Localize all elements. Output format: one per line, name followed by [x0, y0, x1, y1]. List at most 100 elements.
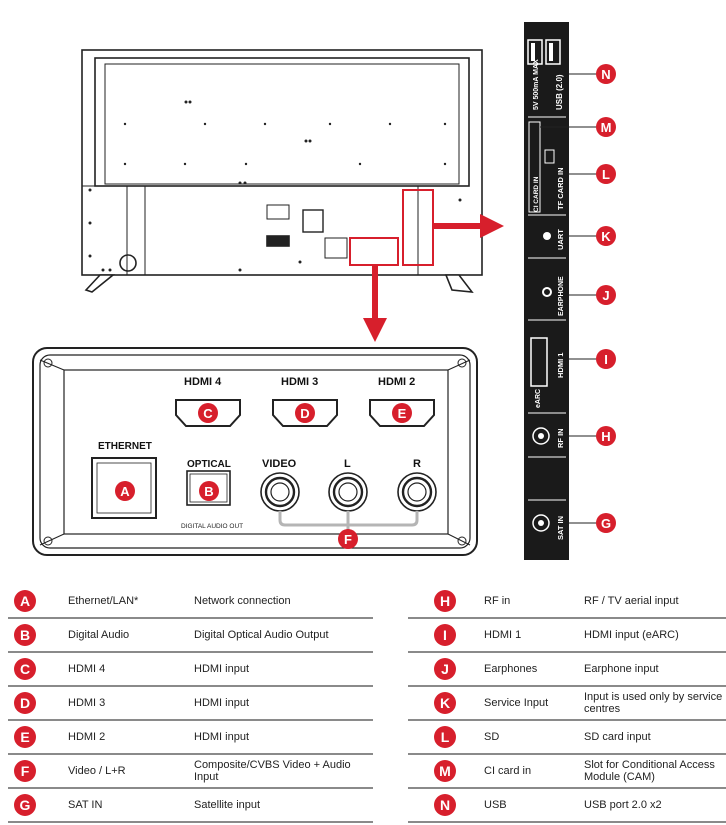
- av-group-bracket: [278, 511, 419, 530]
- legend-letter: D: [14, 692, 36, 714]
- legend-letter: H: [434, 590, 456, 612]
- legend-row-n: N USB USB port 2.0 x2: [408, 789, 726, 823]
- legend-name: Ethernet/LAN*: [68, 595, 139, 607]
- legend-desc: HDMI input (eARC): [584, 629, 679, 641]
- legend-name: HDMI 3: [68, 697, 106, 709]
- ci-card-slot[interactable]: [528, 121, 541, 213]
- bottom-panel: [32, 347, 478, 556]
- earphone-port[interactable]: [542, 287, 552, 297]
- svg-text:N: N: [601, 67, 610, 82]
- ethernet-port[interactable]: [91, 457, 157, 519]
- audio-l-label: L: [344, 458, 351, 470]
- badge-n: N: [596, 64, 616, 84]
- legend-desc: HDMI input: [194, 697, 250, 709]
- legend-name: Video / L+R: [68, 765, 126, 777]
- legend-letter: M: [434, 760, 456, 782]
- svg-text:F: F: [344, 532, 352, 547]
- audio-r-jack[interactable]: [397, 472, 437, 512]
- legend-desc: Earphone input: [584, 663, 659, 675]
- legend-row-g: G SAT IN Satellite input: [8, 789, 373, 823]
- legend-desc: SD card input: [584, 731, 651, 743]
- badges: A B C D E F N M L K J I H G: [115, 64, 616, 549]
- leader-lines: [540, 73, 598, 524]
- legend-letter: F: [14, 760, 36, 782]
- audio-l-jack[interactable]: [328, 472, 368, 512]
- hdmi4-label: HDMI 4: [184, 376, 222, 388]
- tv-screw-dots: [88, 100, 462, 272]
- legend-name: RF in: [484, 595, 511, 607]
- optical-label: OPTICAL: [187, 459, 231, 470]
- legend-name: Service Input: [484, 697, 549, 709]
- badge-k: K: [596, 226, 616, 246]
- legend-letter: N: [434, 794, 456, 816]
- legend-desc: Satellite input: [194, 799, 261, 811]
- legend-desc: Network connection: [194, 595, 291, 607]
- video-jack[interactable]: [260, 472, 300, 512]
- legend-letter: G: [14, 794, 36, 816]
- svg-text:E: E: [398, 406, 407, 421]
- earphone-label: EARPHONE: [558, 276, 565, 316]
- usb-label: USB (2.0): [555, 74, 564, 110]
- legend-name: USB: [484, 799, 507, 811]
- legend-letter: J: [434, 658, 456, 680]
- legend-desc: USB port 2.0 x2: [584, 799, 662, 811]
- legend-letter: I: [434, 624, 456, 646]
- legend-name: SAT IN: [68, 799, 103, 811]
- tf-card-label: TF CARD IN: [556, 168, 565, 211]
- badge-l: L: [596, 164, 616, 184]
- badge-b: B: [199, 481, 219, 501]
- legend-letter: C: [14, 658, 36, 680]
- rf-in-port[interactable]: [532, 427, 550, 445]
- svg-text:C: C: [203, 406, 213, 421]
- svg-text:H: H: [601, 429, 610, 444]
- badge-d: D: [295, 403, 315, 423]
- hdmi2-label: HDMI 2: [378, 376, 415, 388]
- legend-desc: Slot for Conditional Access Module (CAM): [584, 759, 715, 783]
- badge-i: I: [596, 349, 616, 369]
- svg-text:A: A: [120, 484, 130, 499]
- legend-desc: HDMI input: [194, 731, 250, 743]
- legend-letter: B: [14, 624, 36, 646]
- hdmi1-port[interactable]: [530, 337, 548, 387]
- hdmi3-label: HDMI 3: [281, 376, 318, 388]
- badge-f: F: [338, 529, 358, 549]
- svg-text:J: J: [602, 288, 609, 303]
- callout-arrows: [363, 214, 504, 342]
- legend-letter: K: [434, 692, 456, 714]
- tf-card-slot[interactable]: [544, 149, 555, 164]
- tv-rear: [81, 49, 483, 293]
- uart-port[interactable]: [543, 232, 551, 240]
- svg-text:G: G: [601, 516, 611, 531]
- svg-text:K: K: [601, 229, 611, 244]
- badge-c: C: [198, 403, 218, 423]
- rf-in-label: RF IN: [556, 428, 565, 448]
- usb-ports[interactable]: [527, 39, 561, 65]
- legend-row-m: M CI card in Slot for Conditional Access M…: [408, 755, 726, 789]
- connection-diagram: HDMI 4 HDMI 3 HDMI 2 ETHERNET OPTICAL DI…: [32, 22, 616, 560]
- svg-text:M: M: [601, 120, 612, 135]
- svg-text:I: I: [604, 352, 608, 367]
- legend-desc: Input is used only by service centres: [584, 691, 723, 715]
- svg-text:L: L: [602, 167, 610, 182]
- sat-in-port[interactable]: [532, 514, 550, 532]
- hdmi1-label: HDMI 1: [556, 353, 565, 378]
- svg-text:B: B: [204, 484, 213, 499]
- legend-name: CI card in: [484, 765, 532, 777]
- ci-card-label: CI CARD IN: [533, 176, 540, 212]
- badge-h: H: [596, 426, 616, 446]
- legend-letter: L: [434, 726, 456, 748]
- legend-name: Digital Audio: [68, 629, 130, 641]
- usb-spec-label: 5V 500mA MAX: [533, 59, 540, 110]
- legend-name: HDMI 4: [68, 663, 106, 675]
